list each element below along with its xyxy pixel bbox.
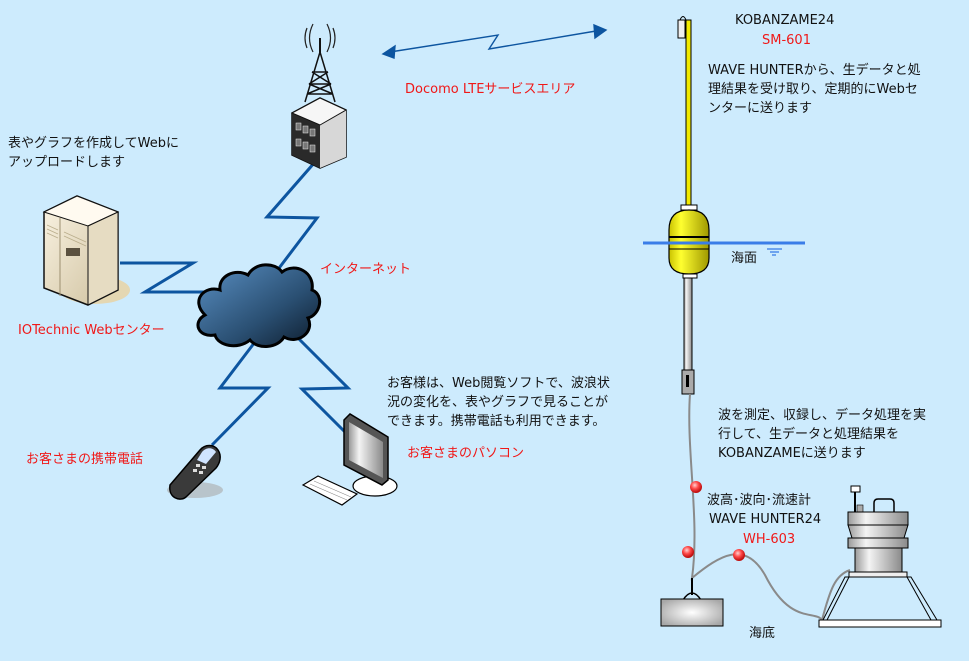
sea-bottom-label: 海底 (749, 626, 776, 641)
mobile-phone-icon (167, 444, 223, 500)
lte-wireless-arrow (381, 23, 608, 59)
kobanzame-description: WAVE HUNTERから、生データと処 理結果を受け取り、定期的にWebセ ン… (708, 63, 921, 116)
web-server-icon (42, 195, 130, 306)
internet-label: インターネット (320, 262, 412, 277)
wave-hunter-instrument (818, 485, 942, 628)
wavehunter-type: 波高･波向･流速計 (707, 493, 812, 508)
float-markers (682, 481, 745, 561)
wavehunter-description: 波を測定、収録し、データ処理を実 行して、生データと処理結果を KOBANZAM… (718, 408, 927, 461)
kobanzame-model: SM-601 (762, 33, 811, 48)
wavehunter-model: WH-603 (743, 532, 796, 547)
customer-description: お客様は、Web閲覧ソフトで、波浪状 況の変化を、表やグラフで見ることが できま… (387, 376, 610, 429)
web-upload-description: 表やグラフを作成してWebに アップロードします (8, 136, 179, 170)
customer-pc-icon (301, 413, 398, 506)
internet-cloud-icon (196, 263, 322, 348)
link-tower-to-internet (263, 161, 320, 281)
cell-tower-icon (290, 23, 348, 169)
link-internet-to-phone (210, 337, 272, 447)
customer-pc-label: お客さまのパソコン (407, 446, 525, 461)
kobanzame-buoy (668, 16, 710, 395)
wavehunter-name: WAVE HUNTER24 (709, 512, 822, 527)
anchor-weight (660, 578, 724, 627)
customer-phone-label: お客さまの携帯電話 (26, 452, 144, 467)
web-center-label: IOTechnic Webセンター (18, 323, 165, 338)
link-internet-to-pc (296, 336, 352, 434)
water-level-icon (767, 248, 782, 256)
link-server-to-internet (120, 261, 218, 294)
kobanzame-name: KOBANZAME24 (735, 13, 835, 28)
lte-area-label: Docomo LTEサービスエリア (405, 82, 576, 97)
sea-surface-label: 海面 (731, 251, 758, 266)
